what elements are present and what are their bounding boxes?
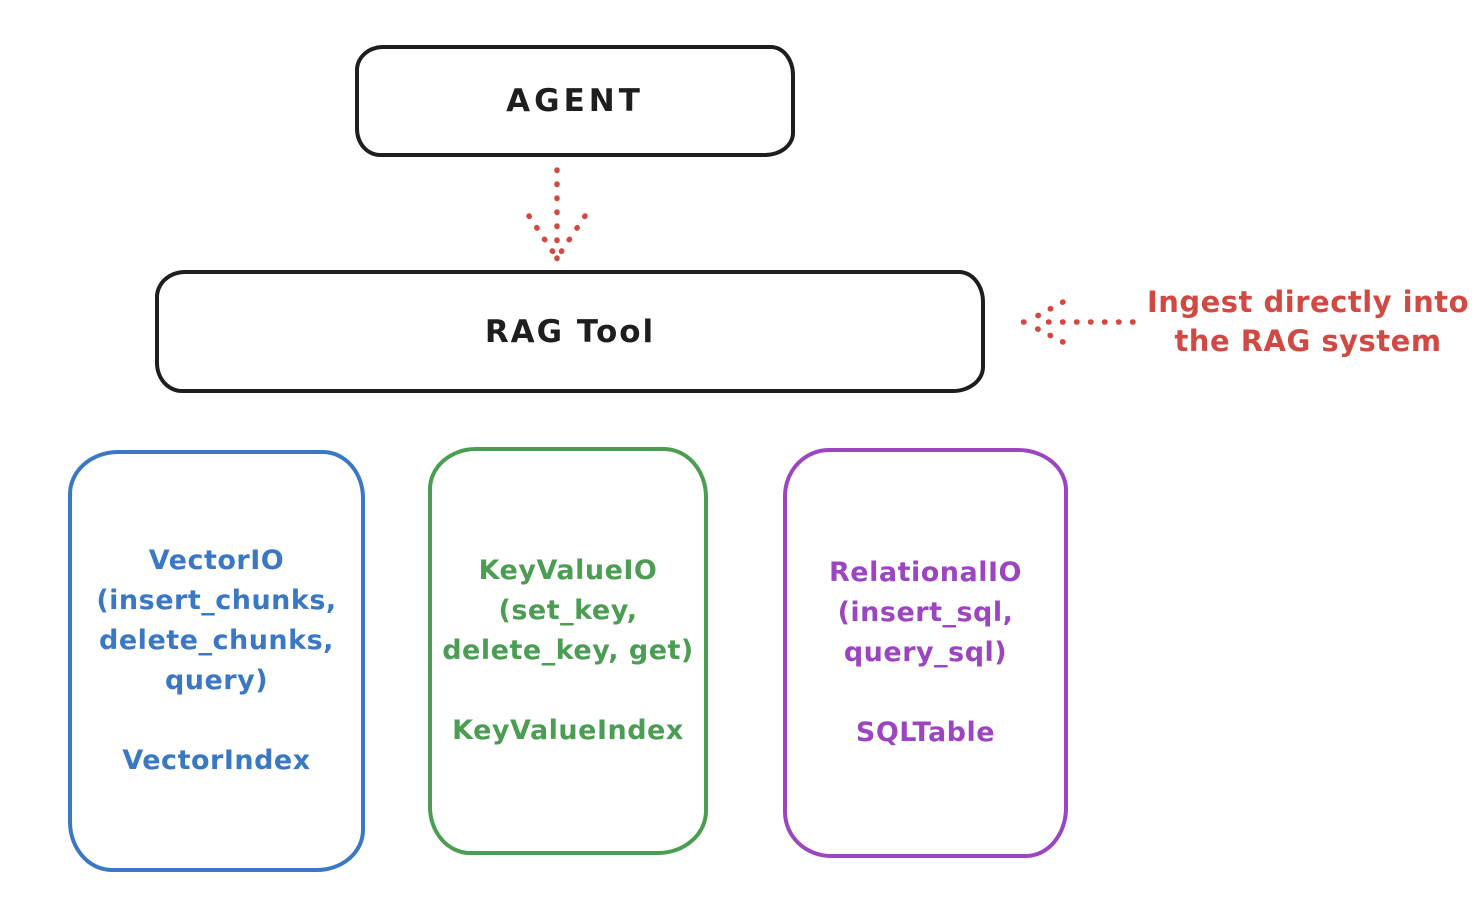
relational-io-text: RelationalIO (insert_sql, query_sql) SQL… bbox=[829, 553, 1022, 753]
module-line: RelationalIO bbox=[829, 557, 1022, 588]
rag-tool-label: RAG Tool bbox=[484, 313, 656, 350]
module-line: (set_key, bbox=[498, 595, 638, 626]
module-line: (insert_chunks, bbox=[96, 585, 337, 616]
ingest-annotation-line-2: the RAG system bbox=[1174, 324, 1442, 358]
vector-index-label: VectorIndex bbox=[122, 745, 311, 776]
module-line: query) bbox=[164, 665, 269, 696]
agent-to-rag-arrow bbox=[526, 167, 588, 262]
module-line: delete_chunks, bbox=[99, 625, 334, 656]
module-line: query_sql) bbox=[843, 637, 1008, 668]
relational-io-node: RelationalIO (insert_sql, query_sql) SQL… bbox=[783, 448, 1068, 858]
module-line: delete_key, get) bbox=[442, 635, 694, 666]
agent-node: AGENT bbox=[355, 45, 795, 157]
key-value-index-label: KeyValueIndex bbox=[452, 715, 684, 746]
vector-io-text: VectorIO (insert_chunks, delete_chunks, … bbox=[96, 541, 336, 781]
module-line: VectorIO bbox=[148, 545, 285, 576]
sql-table-label: SQLTable bbox=[855, 717, 996, 748]
key-value-io-node: KeyValueIO (set_key, delete_key, get) Ke… bbox=[428, 447, 708, 855]
ingest-annotation-line-1: Ingest directly into bbox=[1146, 285, 1470, 319]
key-value-io-text: KeyValueIO (set_key, delete_key, get) Ke… bbox=[442, 551, 694, 751]
ingest-arrow bbox=[1020, 299, 1136, 345]
vector-io-node: VectorIO (insert_chunks, delete_chunks, … bbox=[68, 450, 365, 872]
ingest-annotation: Ingest directly into the RAG system bbox=[1140, 283, 1476, 361]
module-line: (insert_sql, bbox=[837, 597, 1014, 628]
agent-label: AGENT bbox=[506, 83, 644, 119]
module-line: KeyValueIO bbox=[478, 555, 658, 586]
rag-tool-node: RAG Tool bbox=[155, 270, 985, 393]
